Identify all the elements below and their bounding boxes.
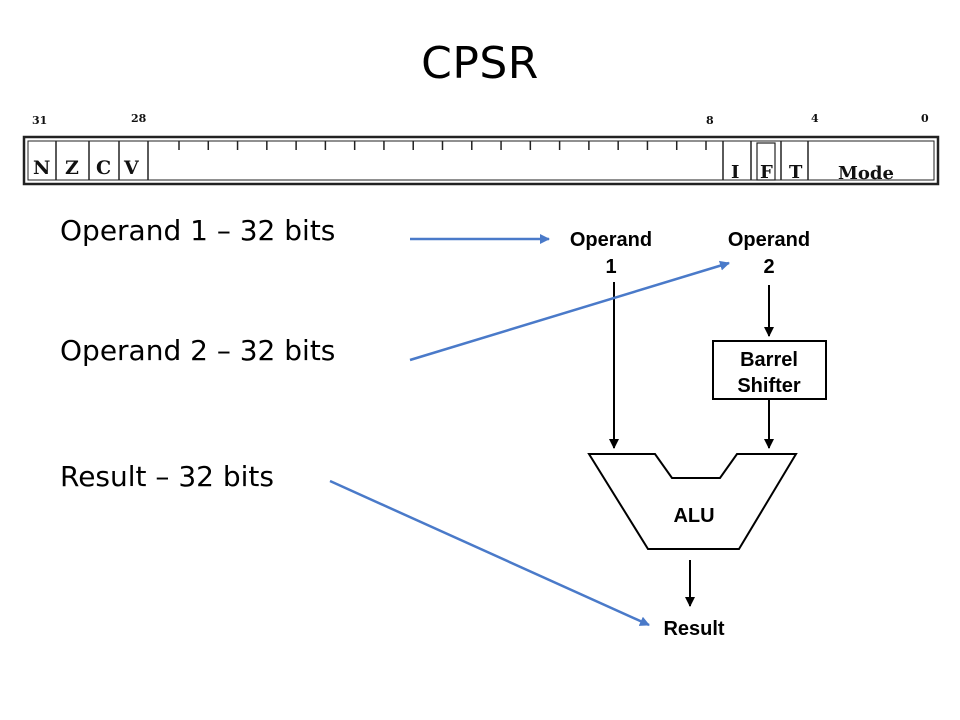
arrow-operand2: [409, 260, 730, 362]
barrel-shifter-box: [712, 340, 827, 400]
bullet-operand2: Operand 2 – 32 bits: [60, 334, 336, 367]
bullet-result: Result – 32 bits: [60, 460, 274, 493]
slide-title: CPSR: [421, 38, 539, 89]
operand2-number: 2: [763, 256, 774, 278]
connector-arrows: [329, 234, 730, 627]
register-outline: [22, 135, 940, 186]
bit-number-31: 31: [32, 114, 47, 127]
bit-number-28: 28: [131, 112, 147, 125]
register-ticks: [178, 141, 707, 150]
bit-number-8: 8: [706, 114, 714, 127]
barrel-shifter-line1: Barrel: [740, 349, 798, 371]
bullet-operand1: Operand 1 – 32 bits: [60, 214, 336, 247]
flag-z: Z: [65, 157, 79, 179]
flag-v: V: [123, 157, 140, 179]
barrel-shifter-line2: Shifter: [737, 375, 801, 397]
control-f: F: [760, 162, 773, 183]
flag-c: C: [96, 157, 111, 179]
alu-shape: [587, 453, 798, 550]
operand1-number: 1: [605, 256, 616, 278]
datapath-diagram: Operand 1 Operand 2 Barrel Shifter ALU R…: [570, 229, 827, 640]
control-i: I: [731, 162, 739, 183]
flag-n: N: [33, 157, 50, 179]
operand1-label: Operand: [570, 229, 652, 251]
bit-number-0: 0: [921, 112, 929, 125]
mode-label: Mode: [838, 163, 894, 184]
control-t: T: [789, 162, 803, 183]
cpsr-register: 31 28 8 4 0 N Z C V I F T Mode: [22, 112, 940, 186]
result-label: Result: [663, 618, 724, 640]
arrow-result: [329, 479, 650, 627]
bit-number-4: 4: [811, 112, 819, 125]
register-inner-outline: [27, 140, 935, 181]
alu-label: ALU: [673, 505, 714, 527]
operand2-label: Operand: [728, 229, 810, 251]
